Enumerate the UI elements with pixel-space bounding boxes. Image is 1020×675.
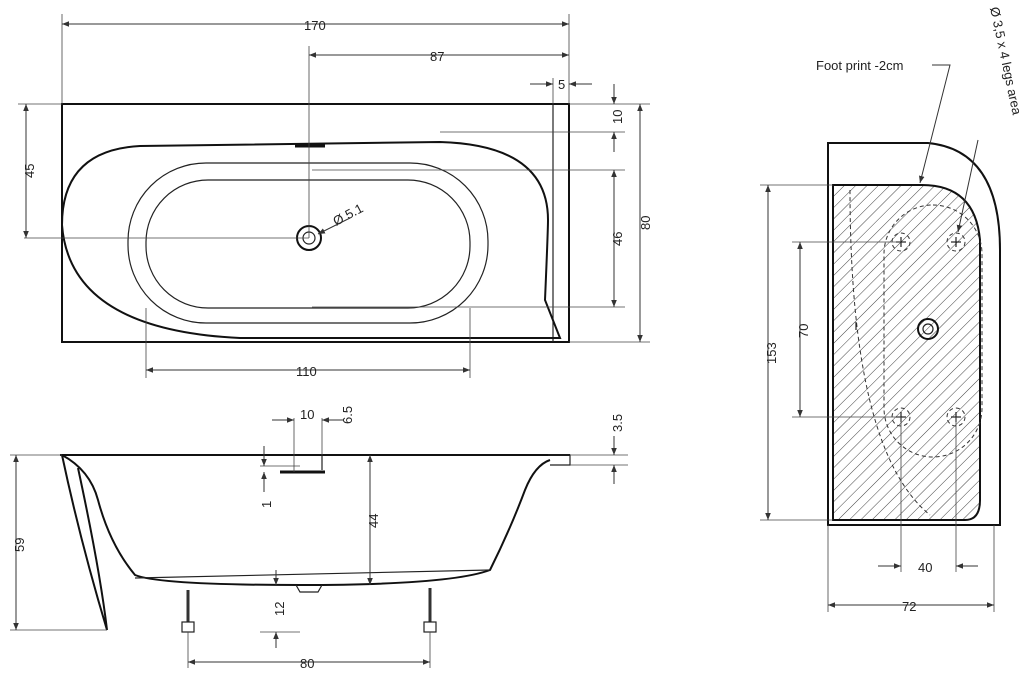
top-view: 170 87 5 10 46 80 45 110: [18, 14, 653, 379]
dim-overflow-width: 10: [300, 407, 314, 422]
footprint-drain-outer: [917, 318, 939, 340]
footprint-leg: [946, 232, 966, 252]
side-view-drain: [295, 584, 323, 593]
side-view: 10 6.5 1 3.5 44 59 12 80: [10, 406, 628, 671]
dim-rim-thickness: 3.5: [610, 414, 625, 432]
dim-overflow-height: 6.5: [340, 406, 355, 424]
top-view-basin-inner: [145, 179, 471, 309]
dim-footprint-width: 72: [902, 599, 916, 614]
footprint-drain-inner: [922, 323, 934, 335]
dim-legs-span: 80: [300, 656, 314, 671]
side-view-shell: [61, 454, 551, 587]
dim-top-height: 80: [638, 216, 653, 230]
dim-drain-y: 45: [22, 164, 37, 178]
dim-side-height: 59: [12, 538, 27, 552]
dim-inner-height: 46: [610, 232, 625, 246]
footprint-view: Foot print -2cm Ø 3,5 x 4 legs area 153 …: [760, 6, 1020, 614]
dim-overflow-gap: 1: [259, 501, 274, 508]
label-footprint: Foot print -2cm: [816, 58, 903, 73]
dim-depth: 44: [366, 514, 381, 528]
side-view-skirt: [61, 454, 108, 631]
dim-legs-x: 40: [918, 560, 932, 575]
dim-leg-height: 12: [272, 602, 287, 616]
label-legs-area: Ø 3,5 x 4 legs area: [987, 6, 1020, 117]
top-view-basin-outer: [127, 162, 489, 324]
dim-rim-top: 10: [610, 110, 625, 124]
side-view-bottom: [134, 569, 491, 579]
dim-top-width: 170: [304, 18, 326, 33]
top-view-outline: [61, 103, 570, 343]
footprint-area: [832, 184, 981, 521]
dim-footprint-length: 153: [764, 342, 779, 364]
dim-drain-diameter: Ø 5.1: [330, 200, 365, 228]
footprint-basin: [883, 204, 983, 458]
top-view-shell: [60, 140, 562, 339]
footprint-outline: [827, 142, 1001, 526]
dim-legs-y: 70: [796, 324, 811, 338]
dim-inner-width: 110: [296, 364, 317, 379]
side-view-rim-end: [548, 454, 571, 466]
side-view-leg-left: [181, 590, 195, 633]
side-view-leg-right: [423, 588, 437, 633]
dim-drain-offset: 87: [430, 49, 444, 64]
dim-rim: 5: [558, 77, 565, 92]
